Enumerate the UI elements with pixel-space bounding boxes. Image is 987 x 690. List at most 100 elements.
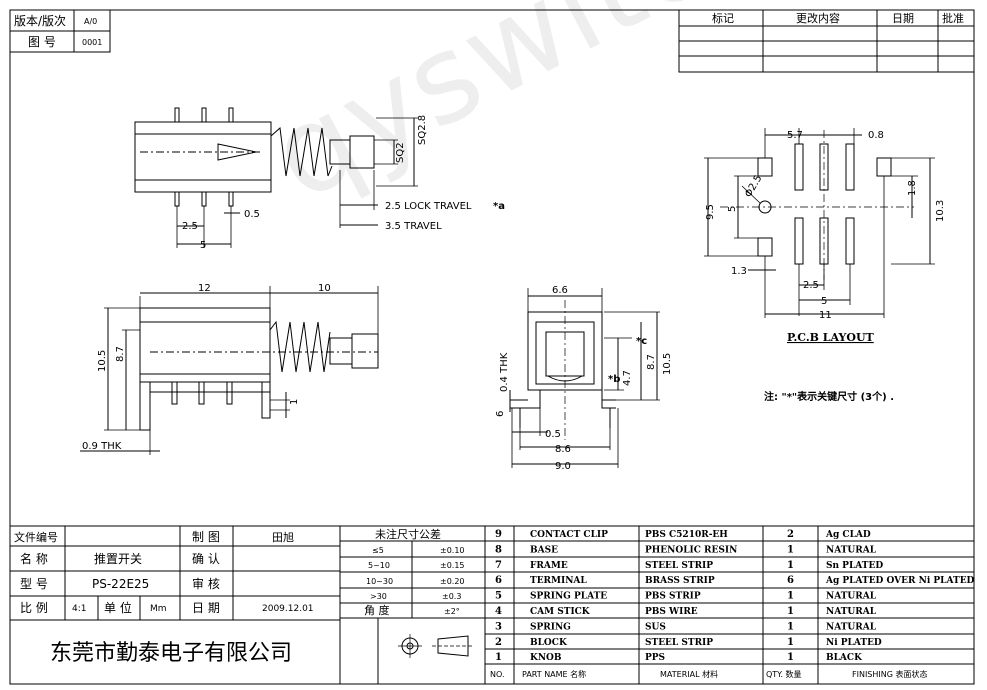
pcb-dim-11: 11 bbox=[819, 310, 832, 321]
bom-cell-finish: NATURAL bbox=[826, 545, 877, 555]
bom-cell-qty: 1 bbox=[787, 652, 794, 663]
dim-6: 6 bbox=[495, 411, 506, 417]
bom-cell-no: 9 bbox=[495, 529, 502, 540]
bom-cell-qty: 2 bbox=[787, 529, 794, 540]
dim-thk-04: 0.4 THK bbox=[499, 352, 510, 392]
tol-range-4: >30 bbox=[370, 592, 387, 601]
bom-cell-material: PBS STRIP bbox=[645, 592, 701, 602]
dim-lock-mark: *a bbox=[493, 201, 505, 212]
model-value: PS-22E25 bbox=[92, 577, 149, 591]
bom-cell-finish: Sn PLATED bbox=[826, 561, 883, 571]
pcb-layout-title: P.C.B LAYOUT bbox=[787, 331, 875, 344]
company-name: 东莞市勤泰电子有限公司 bbox=[50, 641, 292, 666]
bom-cell-no: 8 bbox=[495, 544, 502, 555]
bom-cell-part: CAM STICK bbox=[530, 607, 591, 617]
front-view bbox=[80, 286, 379, 455]
bom-cell-finish: Ni PLATED bbox=[826, 638, 882, 648]
dim-8-6: 8.6 bbox=[555, 444, 571, 455]
scale-label: 比 例 bbox=[20, 601, 48, 615]
tol-angle-value: ±2° bbox=[444, 607, 460, 616]
bom-cell-finish: NATURAL bbox=[826, 607, 877, 617]
bom-cell-part: SPRING bbox=[530, 622, 571, 632]
bom-cell-no: 6 bbox=[495, 575, 502, 586]
bom-header-no: NO. bbox=[490, 670, 505, 679]
file-no-label: 文件编号 bbox=[14, 530, 58, 544]
bom-cell-qty: 1 bbox=[787, 637, 794, 648]
pcb-dim-5-h: 5 bbox=[821, 296, 827, 307]
bom-cell-material: BRASS STRIP bbox=[645, 576, 715, 586]
bom-cell-material: PBS C5210R-EH bbox=[645, 530, 728, 540]
name-value: 推置开关 bbox=[94, 552, 142, 566]
dim-sq2: SQ2 bbox=[395, 142, 406, 163]
bom-cell-part: FRAME bbox=[530, 561, 568, 571]
check-label: 审 核 bbox=[192, 576, 220, 591]
tol-value-2: ±0.15 bbox=[440, 561, 465, 570]
drawing-no-label: 图 号 bbox=[28, 35, 56, 49]
version-block: 版本/版次 A/0 图 号 0001 bbox=[9, 9, 111, 53]
dim-mark-b: *b bbox=[608, 374, 620, 385]
draw-value: 田旭 bbox=[272, 530, 294, 544]
dim-6-6: 6.6 bbox=[552, 285, 568, 296]
pcb-dim-1-3: 1.3 bbox=[731, 266, 747, 277]
unit-label: 单 位 bbox=[104, 600, 132, 615]
bom-cell-no: 5 bbox=[495, 591, 502, 602]
bom-cell-no: 4 bbox=[495, 606, 502, 617]
dim-thk-09: 0.9 THK bbox=[82, 441, 122, 452]
dim-sq28: SQ2.8 bbox=[417, 115, 428, 145]
bom-cell-no: 1 bbox=[495, 652, 502, 663]
bom-cell-no: 7 bbox=[495, 560, 502, 571]
bom-cell-material: PBS WIRE bbox=[645, 607, 698, 617]
bom-cell-material: SUS bbox=[645, 622, 666, 632]
bom-cell-qty: 1 bbox=[787, 544, 794, 555]
bom-row: 4 CAM STICK PBS WIRE 1 NATURAL bbox=[495, 606, 877, 617]
bom-cell-part: CONTACT CLIP bbox=[530, 530, 608, 540]
confirm-label: 确 认 bbox=[192, 552, 220, 566]
rev-col-date: 日期 bbox=[892, 12, 914, 25]
bom-cell-part: SPRING PLATE bbox=[530, 592, 607, 602]
key-dimension-note: 注: "*"表示关键尺寸 (3个) . bbox=[764, 390, 894, 403]
version-value: A/0 bbox=[84, 17, 97, 26]
bom-cell-material: STEEL STRIP bbox=[645, 561, 713, 571]
bom-cell-finish: Ag PLATED OVER Ni PLATED bbox=[825, 576, 975, 586]
dim-1-front: 1 bbox=[289, 399, 300, 405]
tol-value-3: ±0.20 bbox=[440, 577, 465, 586]
title-block-grid bbox=[10, 525, 974, 684]
dim-mark-c: *c bbox=[636, 336, 647, 347]
side-view bbox=[509, 288, 660, 468]
bom-cell-finish: NATURAL bbox=[826, 592, 877, 602]
bom-cell-part: BASE bbox=[530, 545, 558, 555]
bom-cell-qty: 1 bbox=[787, 560, 794, 571]
bom-cell-part: TERMINAL bbox=[530, 576, 587, 586]
bom-cell-no: 3 bbox=[495, 621, 502, 632]
tol-value-1: ±0.10 bbox=[440, 546, 465, 555]
tolerance-title: 未注尺寸公差 bbox=[375, 527, 441, 541]
scale-value: 4:1 bbox=[72, 604, 86, 614]
dim-2-5-top: 2.5 bbox=[182, 221, 198, 232]
dim-4-7: 4.7 bbox=[622, 370, 633, 386]
draw-label: 制 图 bbox=[192, 530, 220, 544]
name-label: 名 称 bbox=[20, 551, 48, 566]
rev-col-content: 更改内容 bbox=[796, 11, 840, 25]
pcb-dim-1-8: 1.8 bbox=[907, 180, 918, 196]
bom-cell-qty: 1 bbox=[787, 591, 794, 602]
dim-12: 12 bbox=[198, 283, 211, 294]
revision-table: 标记 更改内容 日期 批准 bbox=[678, 9, 975, 73]
tol-value-4: ±0.3 bbox=[442, 592, 461, 601]
dim-9-0: 9.0 bbox=[555, 461, 571, 472]
bom-cell-qty: 1 bbox=[787, 606, 794, 617]
dim-10-5-front: 10.5 bbox=[97, 350, 108, 372]
dim-0-5-side: 0.5 bbox=[545, 429, 561, 440]
top-view bbox=[134, 107, 418, 248]
bom-cell-material: PHENOLIC RESIN bbox=[645, 545, 737, 555]
bom-row: 7 FRAME STEEL STRIP 1 Sn PLATED bbox=[495, 560, 883, 571]
dim-lock-travel: 2.5 LOCK TRAVEL bbox=[385, 201, 472, 212]
bom-header-material: MATERIAL 材料 bbox=[660, 669, 718, 679]
bom-cell-finish: BLACK bbox=[826, 653, 863, 663]
pcb-layout bbox=[704, 128, 935, 318]
drawing-no-value: 0001 bbox=[82, 38, 102, 47]
sheet-border bbox=[9, 9, 975, 685]
